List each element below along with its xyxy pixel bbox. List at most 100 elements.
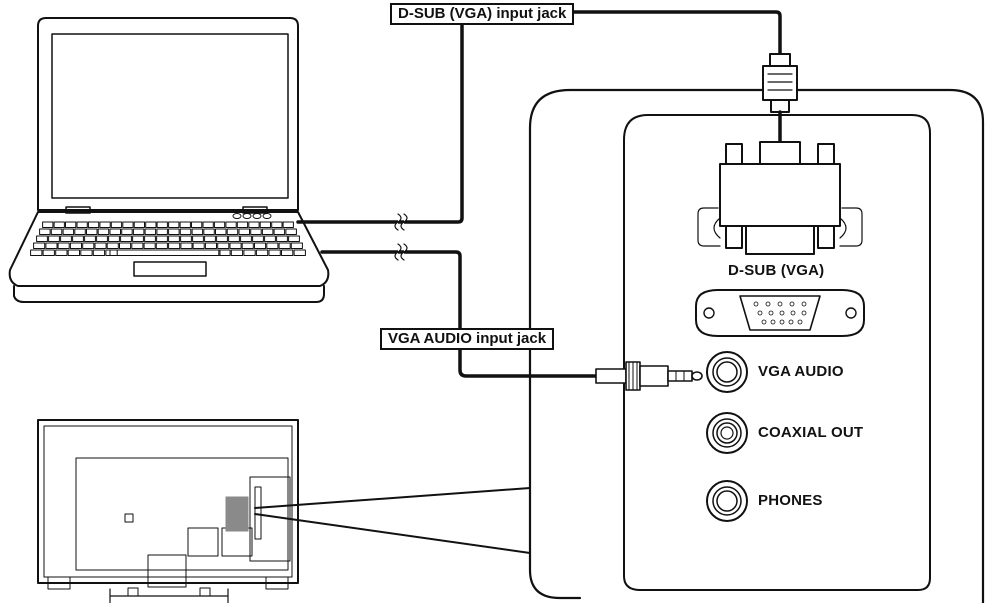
keyboard-key (228, 235, 240, 242)
keyboard-key (290, 242, 303, 249)
keyboard-key (203, 228, 215, 235)
keyboard-key (225, 221, 237, 228)
keyboard-key (30, 249, 43, 256)
tv-rear-illustration (37, 419, 299, 604)
keyboard-key (241, 242, 254, 249)
keyboard-key (74, 228, 86, 235)
keyboard-key (192, 235, 204, 242)
vga-plug (697, 53, 863, 255)
keyboard-key (82, 242, 95, 249)
keyboard-key (229, 242, 242, 249)
keyboard-key (155, 242, 168, 249)
terminal-highlight (225, 496, 249, 532)
keyboard-key (168, 235, 180, 242)
dsub-pin (779, 319, 785, 325)
keyboard-key (105, 249, 118, 256)
keyboard-key (293, 249, 306, 256)
keyboard-key (86, 228, 98, 235)
keyboard-key (145, 221, 157, 228)
dsub-pin (770, 319, 776, 325)
keyboard-key (266, 242, 279, 249)
keyboard-key (226, 228, 239, 235)
keyboard-key (276, 235, 288, 242)
keyboard-key (288, 235, 300, 242)
keyboard-key (204, 235, 216, 242)
keyboard-key (106, 242, 119, 249)
keyboard-key (131, 242, 144, 249)
keyboard-key (213, 221, 226, 228)
dsub-pin (757, 310, 763, 316)
keyboard-key (285, 228, 297, 235)
keyboard-key (84, 235, 96, 242)
keyboard-key (168, 228, 180, 235)
keyboard-key (202, 221, 214, 228)
dsub-input-jack-callout: D-SUB (VGA) input jack (390, 3, 575, 25)
dsub-pin (768, 310, 774, 316)
keyboard-key (264, 235, 276, 242)
keyboard-key (282, 221, 294, 228)
keyboard-key (179, 228, 192, 235)
keyboard-key (180, 235, 192, 242)
keyboard-key (278, 242, 291, 249)
keyboard-key (39, 228, 51, 235)
keyboard-key (108, 235, 120, 242)
keyboard-key (144, 228, 157, 235)
audio-plug (595, 361, 703, 391)
zoom-line-top (254, 487, 531, 509)
keyboard-key (243, 249, 256, 256)
dsub-pin (789, 301, 795, 307)
keyboard-key (133, 221, 145, 228)
keyboard-key (259, 221, 272, 228)
keyboard-key (99, 221, 111, 228)
dsub-pin (777, 301, 783, 307)
keyboard-key (119, 242, 132, 249)
keyboard-key (156, 228, 168, 235)
phones-jack (706, 480, 748, 522)
keyboard-key (250, 228, 262, 235)
keyboard-key (144, 235, 156, 242)
keyboard-key (132, 228, 145, 235)
dsub-pin (761, 319, 767, 325)
keyboard-key (271, 221, 283, 228)
vga-audio-jack (706, 351, 748, 393)
phones-label: PHONES (758, 492, 823, 509)
keyboard-key (230, 249, 244, 256)
keyboard-key (143, 242, 156, 249)
keyboard-key (45, 242, 58, 249)
dsub-pin (790, 310, 796, 316)
keyboard-key (218, 249, 231, 256)
keyboard-key (236, 221, 249, 228)
keyboard-key (42, 249, 55, 256)
zoom-line-bottom (254, 513, 531, 554)
dsub-pin (801, 310, 807, 316)
keyboard-key (94, 242, 107, 249)
keyboard-key (192, 242, 205, 249)
keyboard-key (109, 228, 121, 235)
keyboard-key (261, 228, 274, 235)
keyboard-key (50, 228, 63, 235)
keyboard-key (60, 235, 72, 242)
keyboard-key (216, 235, 228, 242)
keyboard-key (120, 235, 132, 242)
dsub-pin (765, 301, 771, 307)
laptop-illustration (8, 17, 330, 303)
keyboard-key (87, 221, 100, 228)
dsub-pin (797, 319, 803, 325)
dsub-pin (753, 301, 759, 307)
keyboard-key (240, 235, 252, 242)
vga-audio-input-jack-callout: VGA AUDIO input jack (380, 328, 555, 350)
keyboard-key (72, 235, 84, 242)
keyboard-key (121, 228, 133, 235)
dsub-port-label: D-SUB (VGA) (728, 262, 825, 279)
keyboard-key (55, 249, 68, 256)
keyboard-key (48, 235, 60, 242)
keyboard-key (254, 242, 267, 249)
keyboard-key (110, 221, 123, 228)
coaxial-out-jack (706, 412, 748, 454)
keyboard-key (156, 221, 168, 228)
keyboard-key (168, 221, 180, 228)
keyboard-key (191, 228, 204, 235)
enlarged-panel-inner (623, 114, 931, 591)
dsub-pin (801, 301, 807, 307)
